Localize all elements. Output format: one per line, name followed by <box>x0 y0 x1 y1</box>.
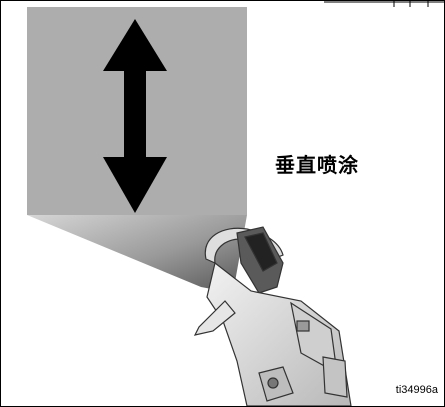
figure-id-label: ti34996a <box>395 384 438 396</box>
page-edge-marks <box>324 1 444 7</box>
double-vertical-arrow-icon <box>103 19 167 213</box>
spray-mode-caption: 垂直喷涂 <box>275 153 359 177</box>
spray-gun-icon <box>193 226 352 406</box>
spray-fan <box>27 215 247 293</box>
